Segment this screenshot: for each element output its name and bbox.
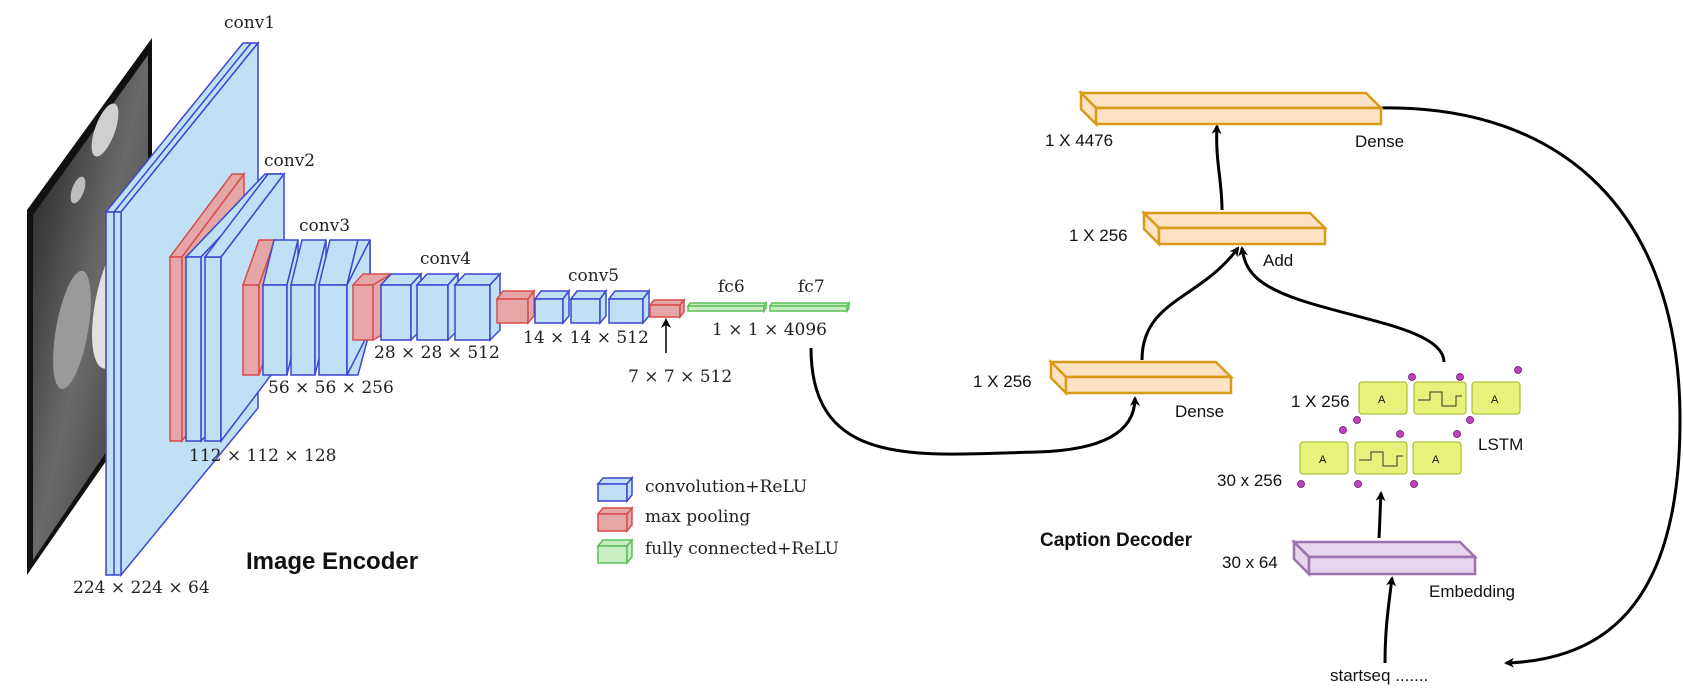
lstm-output-dot xyxy=(1396,430,1404,438)
add-block xyxy=(1140,209,1329,248)
fc6-label: fc6 xyxy=(718,277,745,297)
dense-top-block xyxy=(1077,89,1385,128)
lstm-cell-detail xyxy=(1413,381,1467,415)
fc7-label: fc7 xyxy=(798,277,825,297)
legend-label-conv: convolution+ReLU xyxy=(645,477,807,497)
conv5-block xyxy=(495,288,651,326)
lstm-input-dot xyxy=(1353,416,1361,424)
lstm-output-dot xyxy=(1514,366,1522,374)
lstm-cell-detail xyxy=(1354,441,1408,475)
embedding-to-lstm-arrow xyxy=(1375,491,1386,539)
embedding-block xyxy=(1290,538,1479,578)
lstm-block: A A A A xyxy=(1297,366,1522,488)
lstm-cell-label: A xyxy=(1319,454,1327,466)
lstm-gate-wiring xyxy=(1418,391,1462,407)
fc7-block xyxy=(768,300,851,314)
lstm-cell xyxy=(1471,381,1521,415)
lstm-to-add-arrow xyxy=(1238,246,1446,363)
lstm-cell-label: A xyxy=(1432,454,1440,466)
conv4-block xyxy=(351,272,502,342)
dense-top-dim: 1 X 4476 xyxy=(1045,131,1113,150)
add-name: Add xyxy=(1263,251,1293,270)
lstm-cell xyxy=(1358,381,1408,415)
input-to-embedding-arrow xyxy=(1383,576,1396,664)
encoder-to-dense-arrow xyxy=(809,347,1140,456)
caption-decoder-title: Caption Decoder xyxy=(1040,530,1193,551)
add-to-dense-top-arrow xyxy=(1211,124,1224,211)
embedding-dim: 30 x 64 xyxy=(1222,553,1278,572)
embedding-name: Embedding xyxy=(1429,582,1515,601)
dense-top-name: Dense xyxy=(1355,132,1404,151)
input-sequence-label: startseq ....... xyxy=(1330,666,1428,685)
lstm-output-dot xyxy=(1453,430,1461,438)
legend-item-fc: fully connected+ReLU xyxy=(596,537,839,566)
lstm-cell-label: A xyxy=(1378,394,1386,406)
image-encoder: conv1 conv2 conv3 conv4 conv5 fc6 fc7 22… xyxy=(27,13,851,598)
conv1-label: conv1 xyxy=(224,13,275,33)
pool5-block xyxy=(648,297,686,320)
lstm-cell xyxy=(1299,441,1349,475)
legend-label-pool: max pooling xyxy=(645,507,750,527)
lstm-dim-top: 1 X 256 xyxy=(1291,392,1350,411)
lstm-gate-wiring xyxy=(1359,451,1403,467)
lstm-input-dot xyxy=(1466,416,1474,424)
conv2-label: conv2 xyxy=(264,151,315,171)
lstm-dim-bottom: 30 x 256 xyxy=(1217,471,1282,490)
lstm-output-dot xyxy=(1456,373,1464,381)
lstm-name: LSTM xyxy=(1478,435,1523,454)
lstm-row-top: A A xyxy=(1353,366,1522,424)
feedback-loop-arrow xyxy=(1380,106,1682,668)
dense-mid-name: Dense xyxy=(1175,402,1224,421)
conv3-label: conv3 xyxy=(299,216,350,236)
conv4-label: conv4 xyxy=(420,249,471,269)
lstm-row-bottom: A A xyxy=(1297,426,1462,488)
dense-to-add-arrow xyxy=(1140,246,1240,361)
dense-mid-block xyxy=(1047,358,1235,397)
dim-7-label: 7 × 7 × 512 xyxy=(628,367,732,387)
lstm-input-dot xyxy=(1297,480,1305,488)
lstm-output-dot xyxy=(1408,373,1416,381)
legend-item-conv: convolution+ReLU xyxy=(596,475,807,504)
dim-112-label: 112 × 112 × 128 xyxy=(189,446,336,466)
image-encoder-title: Image Encoder xyxy=(246,548,418,575)
add-dim: 1 X 256 xyxy=(1069,226,1128,245)
dim-56-label: 56 × 56 × 256 xyxy=(268,378,394,398)
legend: convolution+ReLU max pooling fully conne… xyxy=(596,475,839,566)
dim-224-label: 224 × 224 × 64 xyxy=(73,578,210,598)
dense-mid-dim: 1 X 256 xyxy=(973,372,1032,391)
lstm-input-dot xyxy=(1354,480,1362,488)
lstm-cell-label: A xyxy=(1491,394,1499,406)
lstm-cell xyxy=(1412,441,1462,475)
legend-item-pool: max pooling xyxy=(596,505,750,534)
dim-28-label: 28 × 28 × 512 xyxy=(374,343,500,363)
fc6-block xyxy=(686,300,768,314)
lstm-output-dot xyxy=(1339,426,1347,434)
conv3-block xyxy=(241,239,371,376)
caption-decoder: 1 X 4476 Dense 1 X 256 Add 1 X 256 Dense… xyxy=(809,89,1682,685)
dim-1-label: 1 × 1 × 4096 xyxy=(712,320,827,340)
legend-label-fc: fully connected+ReLU xyxy=(645,539,839,559)
dim-14-label: 14 × 14 × 512 xyxy=(523,328,649,348)
conv5-label: conv5 xyxy=(568,266,619,286)
lstm-input-dot xyxy=(1410,480,1418,488)
